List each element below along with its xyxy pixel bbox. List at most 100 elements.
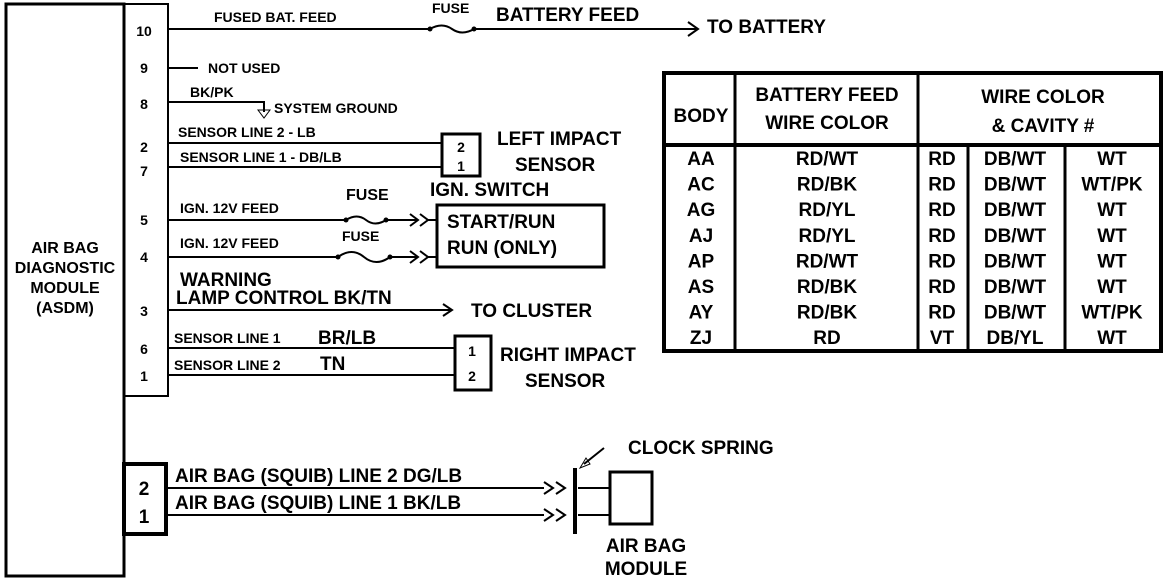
label-tn: TN (320, 354, 345, 375)
label-start-run: START/RUN (447, 212, 555, 233)
table-cell-c1: RD (928, 175, 955, 196)
label-clock-spring: CLOCK SPRING (628, 438, 774, 459)
label-squib-line-2: AIR BAG (SQUIB) LINE 2 DG/LB (175, 466, 462, 487)
table-cell-c3: WT/PK (1081, 175, 1142, 196)
module-label-3: MODULE (30, 280, 100, 297)
label-module: MODULE (605, 559, 687, 578)
ign-switch-box (435, 203, 606, 269)
table-cell-c2: DB/WT (984, 200, 1047, 221)
table-cell-body: AC (687, 175, 715, 196)
label-to-cluster: TO CLUSTER (471, 301, 592, 322)
table-cell-c3: WT (1097, 251, 1127, 272)
label-squib-line-1: AIR BAG (SQUIB) LINE 1 BK/LB (175, 493, 461, 514)
label-warning: WARNING (180, 270, 272, 291)
clock-spring-pointer (583, 447, 605, 465)
main-connector (123, 3, 169, 397)
pin-4: 4 (140, 249, 148, 265)
wire-color-table: BODY BATTERY FEED WIRE COLOR WIRE COLOR … (662, 71, 1163, 353)
table-cell-feed: RD (813, 328, 840, 349)
table-cell-c2: DB/YL (987, 328, 1044, 349)
label-sensor-line-1-br: SENSOR LINE 1 (174, 330, 281, 346)
table-cell-c1: RD (928, 200, 955, 221)
table-cell-body: ZJ (690, 328, 712, 349)
table-cell-c1: RD (928, 226, 955, 247)
right-sensor-pin-top: 1 (468, 343, 476, 359)
table-cell-feed: RD/YL (799, 200, 856, 221)
wire-bk-pk (168, 101, 265, 112)
table-cell-feed: RD/YL (799, 226, 856, 247)
table-cell-c3: WT (1097, 226, 1127, 247)
pin-9: 9 (140, 60, 148, 76)
header-wire-color: WIRE COLOR (981, 87, 1105, 108)
table-cell-c3: WT/PK (1081, 303, 1142, 324)
arrow-squib-2b (555, 481, 567, 495)
table-cell-c3: WT (1097, 277, 1127, 298)
label-to-battery: TO BATTERY (707, 17, 826, 38)
table-cell-c1: RD (928, 149, 955, 170)
label-fused-bat-feed: FUSED BAT. FEED (214, 9, 337, 25)
label-fuse-b: FUSE (342, 228, 379, 244)
pin-1: 1 (140, 368, 148, 384)
label-system-ground: SYSTEM GROUND (274, 100, 398, 116)
header-battery-feed: BATTERY FEED (755, 85, 898, 106)
label-bk-pk: BK/PK (190, 84, 234, 100)
squib-pin-1: 1 (139, 507, 150, 528)
pin-10: 10 (136, 23, 152, 39)
arrow-squib-2a (543, 481, 555, 495)
arrow-squib-1b (555, 508, 567, 522)
label-battery-feed: BATTERY FEED (496, 5, 639, 26)
pin-2: 2 (140, 139, 148, 155)
table-cell-c2: DB/WT (984, 303, 1047, 324)
label-fuse-a: FUSE (346, 187, 389, 204)
table-border (662, 71, 1163, 353)
label-right-sensor: SENSOR (525, 371, 606, 392)
label-fuse-battery: FUSE (432, 0, 469, 16)
table-cell-c2: DB/WT (984, 149, 1047, 170)
table-cell-c1: RD (928, 277, 955, 298)
table-cell-body: AP (688, 251, 715, 272)
arrow-ign-b-1 (409, 250, 420, 264)
label-ign-feed-b: IGN. 12V FEED (180, 235, 279, 251)
arrow-ign-a-1 (409, 213, 420, 227)
label-ign-switch: IGN. SWITCH (430, 180, 549, 201)
arrow-to-cluster (442, 303, 454, 317)
air-bag-module-box (608, 470, 654, 526)
table-cell-c2: DB/WT (984, 175, 1047, 196)
fuse-a-terminal-a (343, 217, 349, 223)
table-cell-feed: RD/BK (797, 303, 857, 324)
label-br-lb: BR/LB (318, 328, 376, 349)
ground-icon (257, 109, 271, 119)
header-battery-wire-color: WIRE COLOR (765, 113, 889, 134)
right-impact-sensor-connector (453, 334, 493, 392)
table-cell-feed: RD/BK (797, 175, 857, 196)
label-sensor-line-2-lb: SENSOR LINE 2 - LB (178, 124, 316, 140)
table-cell-c1: RD (928, 251, 955, 272)
pin-8: 8 (140, 96, 148, 112)
label-left-sensor: SENSOR (515, 155, 596, 176)
squib-pin-2: 2 (139, 479, 150, 500)
label-air-bag: AIR BAG (606, 536, 686, 557)
table-cell-body: AJ (689, 226, 713, 247)
label-left-impact: LEFT IMPACT (497, 129, 622, 150)
pin-3: 3 (140, 303, 148, 319)
fuse-battery-symbol (429, 24, 475, 34)
left-impact-sensor-connector (440, 132, 482, 178)
label-sensor-line-1-dblb: SENSOR LINE 1 - DB/LB (180, 149, 342, 165)
module-label-2: DIAGNOSTIC (15, 260, 116, 277)
table-cell-body: AA (687, 149, 715, 170)
table-cell-feed: RD/BK (797, 277, 857, 298)
table-cell-body: AS (688, 277, 714, 298)
arrow-ign-a-2 (419, 213, 430, 227)
label-sensor-line-2-tn: SENSOR LINE 2 (174, 357, 281, 373)
fuse-b-terminal-a (335, 254, 341, 260)
table-cell-c2: DB/WT (984, 251, 1047, 272)
squib-connector (122, 462, 168, 536)
table-cell-c2: DB/WT (984, 277, 1047, 298)
label-ign-feed-a: IGN. 12V FEED (180, 200, 279, 216)
label-right-impact: RIGHT IMPACT (500, 345, 636, 366)
left-sensor-pin-top: 2 (457, 139, 465, 155)
header-cavity: & CAVITY # (992, 116, 1095, 137)
fuse-battery-terminal-a (427, 26, 433, 32)
table-cell-c2: DB/WT (984, 226, 1047, 247)
